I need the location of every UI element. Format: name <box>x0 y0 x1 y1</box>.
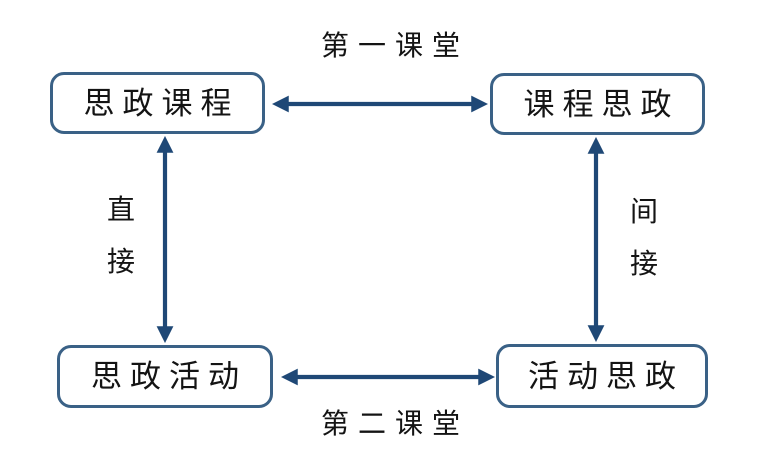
node-huodong-sizheng: 活动思政 <box>496 344 708 408</box>
edge-label-second-classroom: 第二课堂 <box>320 409 469 440</box>
node-label: 思政活动 <box>91 359 247 394</box>
node-label: 课程思政 <box>523 86 680 122</box>
edge-label-indirect: 间接 <box>629 197 658 280</box>
node-label: 思政课程 <box>83 85 240 121</box>
node-sizheng-kecheng: 思政课程 <box>50 72 265 134</box>
node-sizheng-huodong: 思政活动 <box>57 345 273 408</box>
node-kecheng-sizheng: 课程思政 <box>490 73 705 135</box>
edge-label-first-classroom: 第一课堂 <box>320 31 469 62</box>
edge-label-direct: 直接 <box>106 195 135 278</box>
node-label: 活动思政 <box>528 358 684 394</box>
